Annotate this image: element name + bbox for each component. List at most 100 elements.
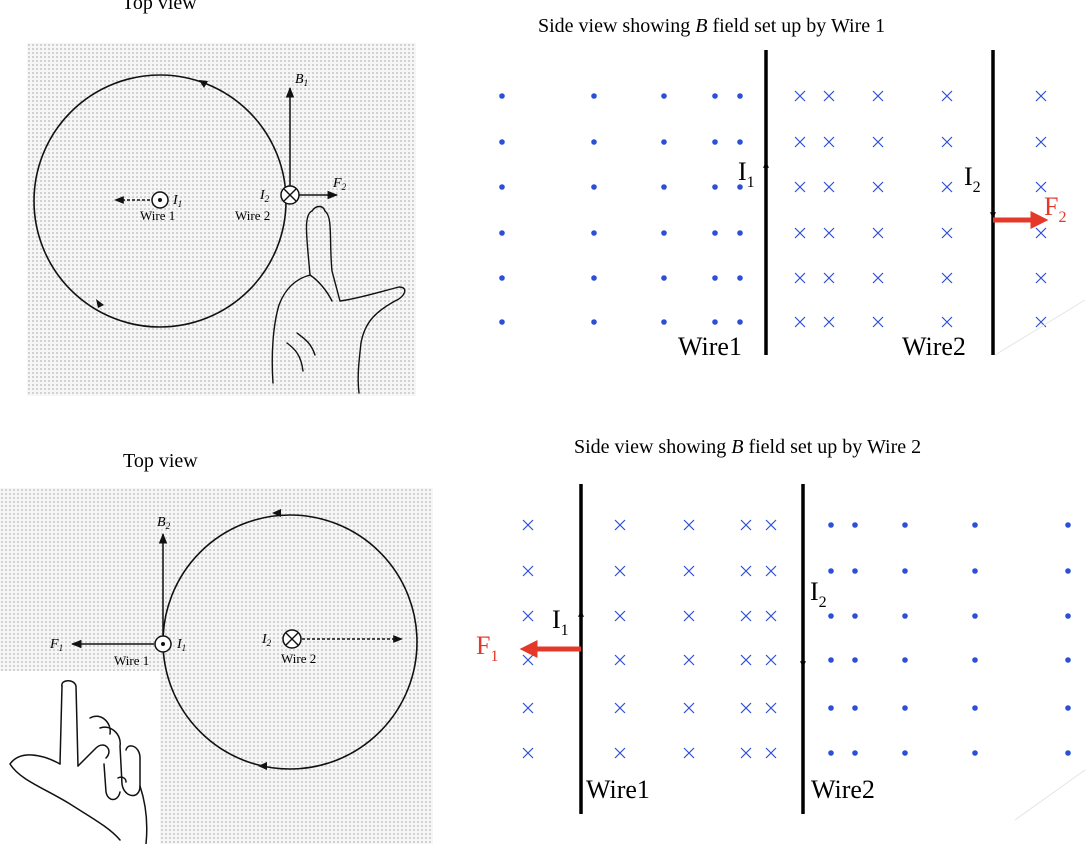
field-cross [683, 565, 695, 577]
i2-label: I2 [259, 188, 270, 204]
field-cross [765, 654, 777, 666]
field-cross [941, 272, 953, 284]
wire2-label: Wire2 [811, 775, 875, 804]
field-cross [683, 702, 695, 714]
field-dot [902, 657, 908, 663]
field-dot [737, 275, 743, 281]
field-cross [765, 565, 777, 577]
field-dot [852, 522, 858, 528]
field-cross [522, 747, 534, 759]
field-cross [740, 610, 752, 622]
field-dot [591, 319, 597, 325]
f1-label: F1 [476, 631, 498, 665]
field-dot [828, 522, 834, 528]
field-cross [683, 519, 695, 531]
field-cross [1035, 272, 1047, 284]
field-dot [972, 705, 978, 711]
field-cross [765, 610, 777, 622]
field-cross [794, 227, 806, 239]
field-cross [683, 610, 695, 622]
field-cross [765, 519, 777, 531]
field-dot [902, 522, 908, 528]
top-view-title-2: Top view [123, 450, 198, 472]
field-cross [614, 654, 626, 666]
field-dot [499, 139, 505, 145]
field-cross [872, 181, 884, 193]
field-cross [823, 181, 835, 193]
field-dot [712, 319, 718, 325]
field-dot [1065, 705, 1071, 711]
field-cross [522, 702, 534, 714]
decorative-line [1014, 769, 1086, 821]
side-view-diagram-1: I1 I2 F2 Wire1 Wire2 [499, 50, 1086, 361]
f1-label: F1 [49, 637, 63, 653]
field-dot [499, 275, 505, 281]
field-dot [902, 750, 908, 756]
field-cross [794, 90, 806, 102]
field-dot [902, 613, 908, 619]
field-cross [740, 702, 752, 714]
field-crosses-into-page [794, 90, 1047, 328]
field-dots-out-of-page [499, 93, 743, 325]
wire1-label: Wire1 [678, 332, 742, 361]
field-dot [852, 750, 858, 756]
field-dot [737, 319, 743, 325]
side-view-diagram-2: I1 I2 F1 Wire1 Wire2 [476, 484, 1086, 821]
field-dot [499, 184, 505, 190]
top-view-panel-1 [27, 43, 416, 396]
field-cross [794, 136, 806, 148]
i1-label: I1 [172, 193, 182, 209]
field-dot [828, 705, 834, 711]
field-cross [823, 136, 835, 148]
i1-label: I1 [738, 157, 755, 191]
field-dot [1065, 613, 1071, 619]
field-dot [661, 139, 667, 145]
field-dot [591, 139, 597, 145]
field-dot [737, 139, 743, 145]
wire2-label: Wire 2 [235, 208, 270, 223]
field-cross [740, 747, 752, 759]
field-cross [683, 747, 695, 759]
field-cross [614, 747, 626, 759]
field-dot [828, 568, 834, 574]
circle-direction-arrow [258, 762, 267, 770]
field-cross [941, 181, 953, 193]
field-cross [1035, 227, 1047, 239]
field-cross [941, 316, 953, 328]
field-dot [591, 275, 597, 281]
i2-label: I2 [810, 577, 827, 611]
field-dot [661, 230, 667, 236]
field-cross [765, 702, 777, 714]
field-cross [614, 565, 626, 577]
top-view-diagram-2: B2 F1 I1 I2 Wire 1 Wire 2 [0, 509, 418, 844]
i1-label: I1 [552, 605, 569, 639]
field-crosses-into-page [522, 519, 777, 759]
field-dot [737, 184, 743, 190]
field-dot [737, 230, 743, 236]
field-dot [852, 568, 858, 574]
f2-label: F2 [332, 176, 347, 192]
field-cross [872, 272, 884, 284]
field-dot [972, 522, 978, 528]
field-dot [712, 275, 718, 281]
field-dot [1065, 568, 1071, 574]
field-cross [740, 519, 752, 531]
field-cross [872, 136, 884, 148]
wire2-label: Wire 2 [281, 651, 316, 666]
field-dot [852, 657, 858, 663]
field-dot [1065, 657, 1071, 663]
field-dot [902, 568, 908, 574]
field-dot [591, 230, 597, 236]
wire1-label: Wire1 [586, 775, 650, 804]
field-cross [872, 316, 884, 328]
i1-label: I1 [176, 637, 186, 653]
side-view-title-1: Side view showing B field set up by Wire… [538, 15, 886, 37]
field-cross [765, 747, 777, 759]
field-cross [941, 227, 953, 239]
field-dot [712, 93, 718, 99]
circle-direction-arrow [96, 299, 104, 308]
field-cross [522, 519, 534, 531]
field-cross [794, 272, 806, 284]
field-dot [972, 657, 978, 663]
field-dot [1065, 522, 1071, 528]
